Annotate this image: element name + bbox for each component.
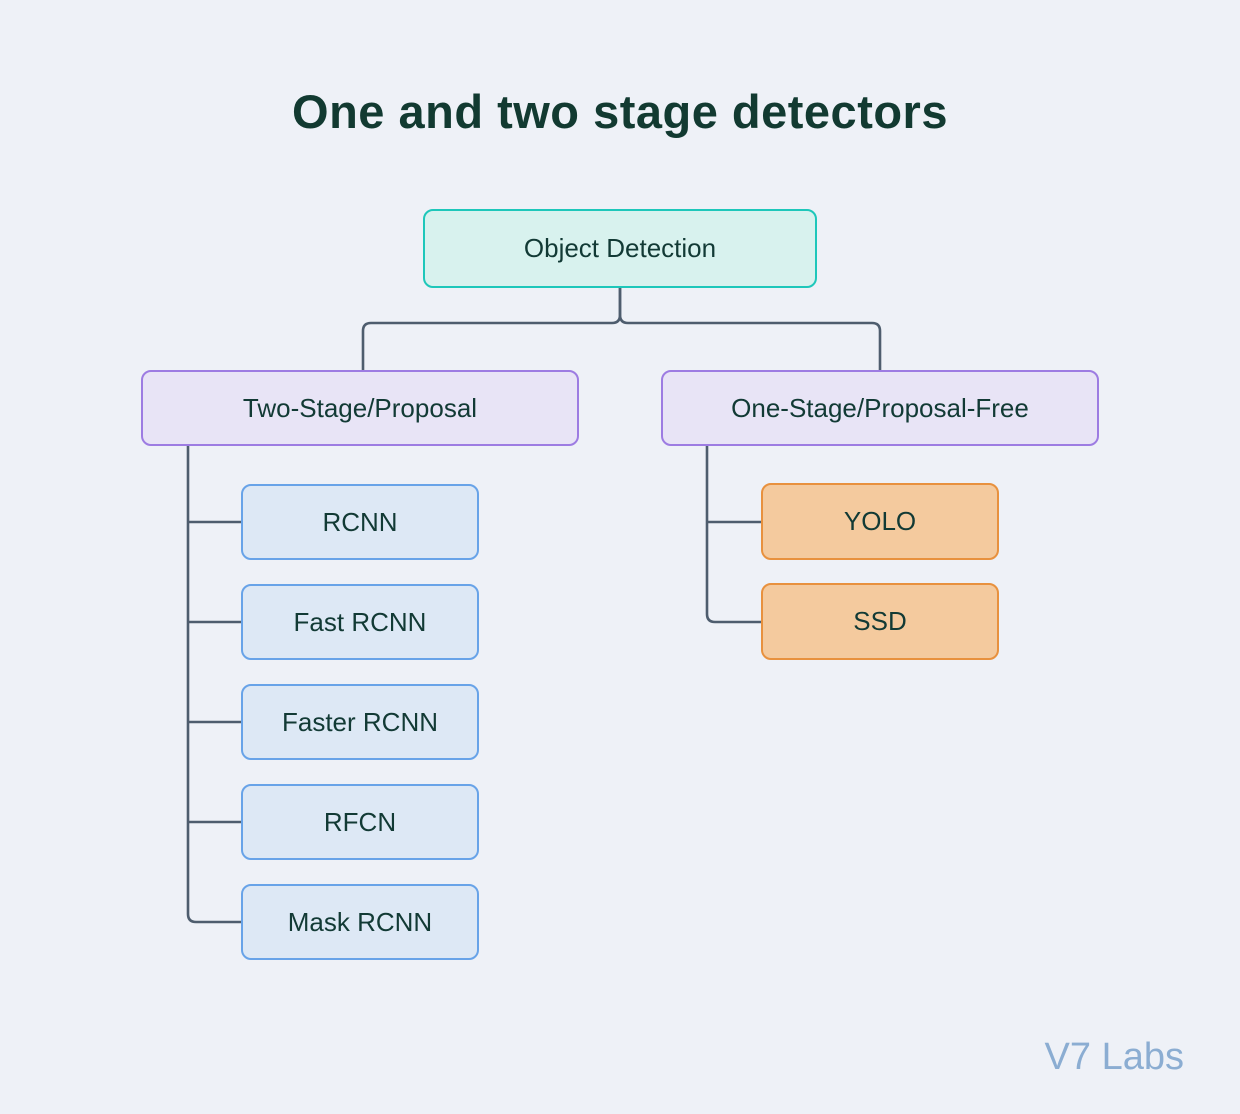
node-one-stage-proposal-free: One-Stage/Proposal-Free [661, 370, 1099, 446]
node-object-detection: Object Detection [423, 209, 817, 288]
node-mask-rcnn: Mask RCNN [241, 884, 479, 960]
node-rcnn: RCNN [241, 484, 479, 560]
node-rfcn: RFCN [241, 784, 479, 860]
node-fast-rcnn: Fast RCNN [241, 584, 479, 660]
node-faster-rcnn: Faster RCNN [241, 684, 479, 760]
node-two-stage-proposal: Two-Stage/Proposal [141, 370, 579, 446]
v7-labs-watermark: V7 Labs [1044, 1036, 1184, 1078]
page-title: One and two stage detectors [292, 85, 948, 138]
node-ssd: SSD [761, 583, 999, 660]
node-yolo: YOLO [761, 483, 999, 560]
